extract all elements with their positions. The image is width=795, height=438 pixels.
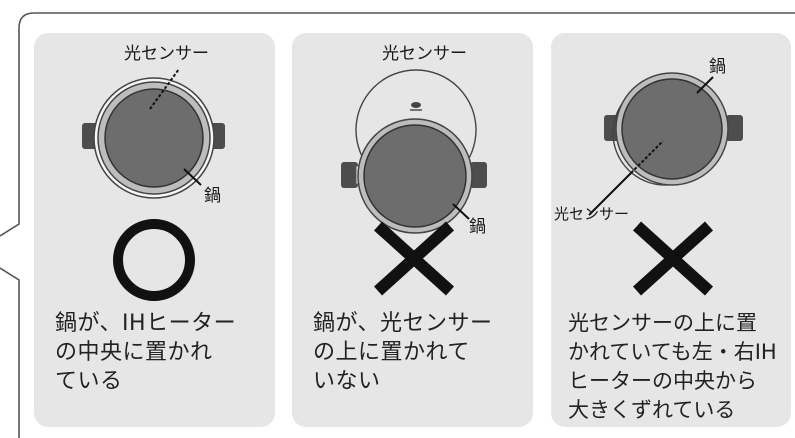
caption-line: ヒーターの中央から bbox=[568, 369, 757, 393]
pot-icon bbox=[363, 124, 467, 228]
caption-line: の上に置かれて bbox=[313, 340, 470, 365]
pot-off-center-illustration bbox=[588, 72, 743, 296]
sensor-label: 光センサー bbox=[382, 44, 467, 64]
pot-label: 鍋 bbox=[709, 57, 726, 77]
sensor-label: 光センサー bbox=[124, 44, 209, 64]
left-handle-icon bbox=[341, 162, 358, 188]
caption-line: かれていても左・右IH bbox=[568, 340, 777, 364]
caption-line: 大きくずれている bbox=[568, 398, 736, 422]
panel-correct-placement: 光センサー 鍋 鍋が、IHヒーター の中央に置かれ ている bbox=[34, 33, 275, 427]
pot-label: 鍋 bbox=[204, 186, 221, 206]
right-handle-icon bbox=[726, 115, 743, 141]
caption-line: 鍋が、光センサー bbox=[313, 311, 493, 336]
panel-caption: 鍋が、IHヒーター の中央に置かれ ている bbox=[55, 309, 236, 396]
pot-icon bbox=[621, 78, 723, 180]
caption-line: の中央に置かれ bbox=[55, 340, 213, 365]
caption-line: 光センサーの上に置 bbox=[568, 311, 757, 335]
panel-off-center: 鍋 光センサー 光センサーの上に置 かれていても左・右IH ヒーターの中央から … bbox=[551, 33, 791, 427]
sensor-icon bbox=[411, 102, 421, 108]
caption-line: いない bbox=[313, 369, 381, 394]
right-handle-icon bbox=[470, 162, 487, 188]
pot-centered-illustration bbox=[82, 68, 225, 301]
pot-offset-illustration bbox=[341, 69, 487, 296]
pot-label: 鍋 bbox=[469, 217, 486, 237]
panel-not-on-sensor: 光センサー 鍋 鍋が、光センサー の上に置かれて いない bbox=[292, 33, 533, 427]
panel-caption: 光センサーの上に置 かれていても左・右IH ヒーターの中央から 大きくずれている bbox=[568, 309, 777, 425]
caption-line: ている bbox=[55, 369, 123, 394]
circle-ok-icon bbox=[113, 219, 195, 301]
pot-icon bbox=[104, 88, 204, 188]
caption-line: 鍋が、IHヒーター bbox=[55, 311, 237, 336]
panel-caption: 鍋が、光センサー の上に置かれて いない bbox=[313, 309, 493, 396]
sensor-label: 光センサー bbox=[554, 205, 630, 223]
